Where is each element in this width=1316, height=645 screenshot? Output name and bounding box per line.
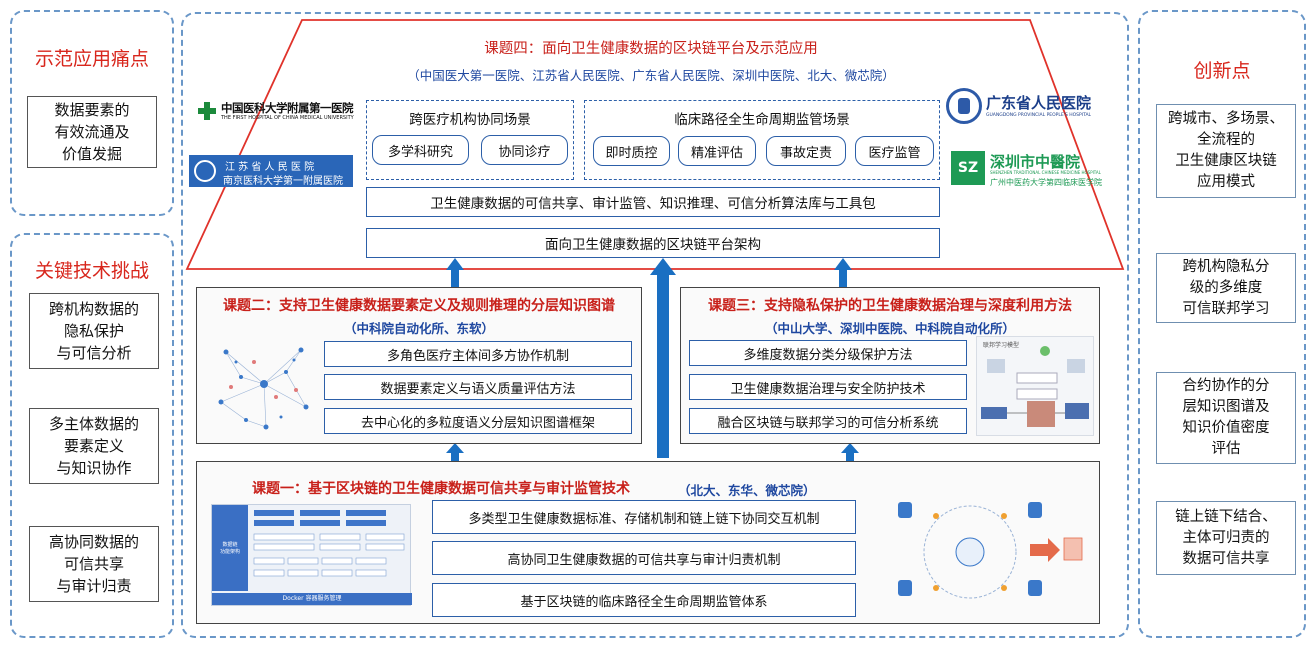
jiangsu-emblem-icon (194, 160, 216, 182)
thumb-side-label: 数据链 功能架构 (219, 542, 240, 555)
scene-clinical-pathway-title: 临床路径全生命周期监管场景 (674, 112, 850, 128)
scene-cross-institution (366, 100, 574, 180)
scene-item-collaborative-care: 协同诊疗 (481, 135, 568, 165)
shenzhen-tcm-logo: SZ 深圳市中醫院 SHENZHEN TRADITIONAL CHINESE M… (951, 150, 1121, 190)
topic4-title: 课题四：面向卫生健康数据的区块链平台及示范应用 (484, 41, 818, 57)
topic2-item-2: 数据要素定义与语义质量评估方法 (324, 374, 632, 400)
challenge-box-2: 多主体数据的 要素定义 与知识协作 (29, 408, 159, 484)
topic1-partners: （北大、东华、微芯院） (678, 483, 816, 498)
topic4-partners: （中国医大第一医院、江苏省人民医院、广东省人民医院、深圳中医院、北大、微芯院） (407, 68, 895, 83)
scene-clinical-pathway (584, 100, 940, 180)
topic1-item-2: 高协同卫生健康数据的可信共享与审计归责机制 (432, 541, 856, 575)
pain-points-title: 示范应用痛点 (34, 48, 149, 70)
jiangsu-hospital-logo: 江 苏 省 人 民 医 院 南京医科大学第一附属医院 (189, 155, 353, 187)
scene-item-precise-eval: 精准评估 (678, 136, 756, 166)
pain-points-panel (10, 10, 174, 216)
scene-item-accident-liability: 事故定责 (766, 136, 846, 166)
shenzhen-logo-sub: 广州中医药大学第四临床医学院 (990, 178, 1102, 187)
challenge-box-3: 高协同数据的 可信共享 与审计归责 (29, 526, 159, 602)
topic3-item-2: 卫生健康数据治理与安全防护技术 (689, 374, 967, 400)
cmu-logo-english: THE FIRST HOSPITAL OF CHINA MEDICAL UNIV… (221, 115, 354, 121)
challenges-panel (10, 233, 174, 638)
scene-item-medical-supervision: 医疗监管 (855, 136, 934, 166)
topic1-title: 课题一：基于区块链的卫生健康数据可信共享与审计监管技术 (252, 481, 630, 497)
green-cross-icon (198, 102, 216, 120)
topic1-item-3: 基于区块链的临床路径全生命周期监管体系 (432, 583, 856, 617)
topic2-item-3: 去中心化的多粒度语义分层知识图谱框架 (324, 408, 632, 434)
innovation-box-4: 链上链下结合、 主体可归责的 数据可信共享 (1156, 501, 1296, 575)
arrow-t1-t2-up (446, 443, 464, 462)
innovation-box-2: 跨机构隐私分 级的多维度 可信联邦学习 (1156, 253, 1296, 323)
toolkit-bar: 卫生健康数据的可信共享、审计监管、知识推理、可信分析算法库与工具包 (366, 187, 940, 217)
guangdong-logo-name: 广东省人民医院 (986, 94, 1092, 112)
cmu-logo-name: 中国医科大学附属第一医院 (221, 101, 354, 115)
topic3-partners: （中山大学、深圳中医院、中科院自动化所） (764, 321, 1015, 336)
shenzhen-logo-english: SHENZHEN TRADITIONAL CHINESE MEDICINE HO… (990, 170, 1101, 175)
federated-learning-thumbnail: 联邦学习模型 (976, 336, 1094, 436)
guangdong-logo-english: GUANGDONG PROVINCIAL PEOPLE'S HOSPITAL (986, 113, 1092, 118)
guangdong-hospital-logo: 广东省人民医院 GUANGDONG PROVINCIAL PEOPLE'S HO… (946, 88, 1114, 128)
federated-thumb-label: 联邦学习模型 (983, 342, 1020, 349)
topic2-title: 课题二：支持卫生健康数据要素定义及规则推理的分层知识图谱 (223, 298, 615, 314)
blockchain-architecture-thumbnail: 数据链 功能架构 Docker 容器服务管理 (211, 504, 412, 606)
scene-item-realtime-qc: 即时质控 (593, 136, 670, 166)
scene-item-multidisciplinary: 多学科研究 (372, 135, 469, 165)
innovation-box-1: 跨城市、多场景、 全流程的 卫生健康区块链 应用模式 (1156, 104, 1296, 198)
arrow-topic3-up (834, 258, 852, 288)
blockchain-network-thumbnail (898, 502, 1083, 599)
topic3-item-3: 融合区块链与联邦学习的可信分析系统 (689, 408, 967, 434)
arrow-center-up (650, 258, 676, 458)
topic2-partners: （中科院自动化所、东软） (343, 321, 494, 336)
cmu-hospital-logo: 中国医科大学附属第一医院 THE FIRST HOSPITAL OF CHINA… (197, 100, 359, 124)
innovation-panel (1138, 10, 1306, 638)
topic1-item-1: 多类型卫生健康数据标准、存储机制和链上链下协同交互机制 (432, 500, 856, 534)
shenzhen-logo-name: 深圳市中醫院 (990, 153, 1081, 171)
scene-cross-institution-title: 跨医疗机构协同场景 (409, 112, 531, 128)
thumb-bottom-bar: Docker 容器服务管理 (212, 593, 412, 605)
shenzhen-emblem-icon: SZ (951, 151, 985, 185)
guangdong-emblem-icon (946, 88, 982, 124)
topic2-item-1: 多角色医疗主体间多方协作机制 (324, 341, 632, 367)
jiangsu-logo-line2: 南京医科大学第一附属医院 (223, 176, 343, 187)
jiangsu-logo-line1: 江 苏 省 人 民 医 院 (225, 162, 315, 173)
innovation-title: 创新点 (1193, 60, 1251, 82)
topic3-item-1: 多维度数据分类分级保护方法 (689, 340, 967, 366)
architecture-bar: 面向卫生健康数据的区块链平台架构 (366, 228, 940, 258)
arrow-topic2-up (446, 258, 464, 288)
challenges-title: 关键技术挑战 (34, 260, 149, 282)
knowledge-graph-thumbnail (218, 347, 309, 430)
challenge-box-1: 跨机构数据的 隐私保护 与可信分析 (29, 293, 159, 369)
innovation-box-3: 合约协作的分 层知识图谱及 知识价值密度 评估 (1156, 372, 1296, 464)
thumb-side-bar (212, 505, 248, 591)
topic3-title: 课题三：支持隐私保护的卫生健康数据治理与深度利用方法 (708, 298, 1072, 314)
arrow-t1-t3-up (841, 443, 859, 462)
main-panel (181, 12, 1129, 638)
pain-point-box: 数据要素的 有效流通及 价值发掘 (27, 96, 157, 168)
